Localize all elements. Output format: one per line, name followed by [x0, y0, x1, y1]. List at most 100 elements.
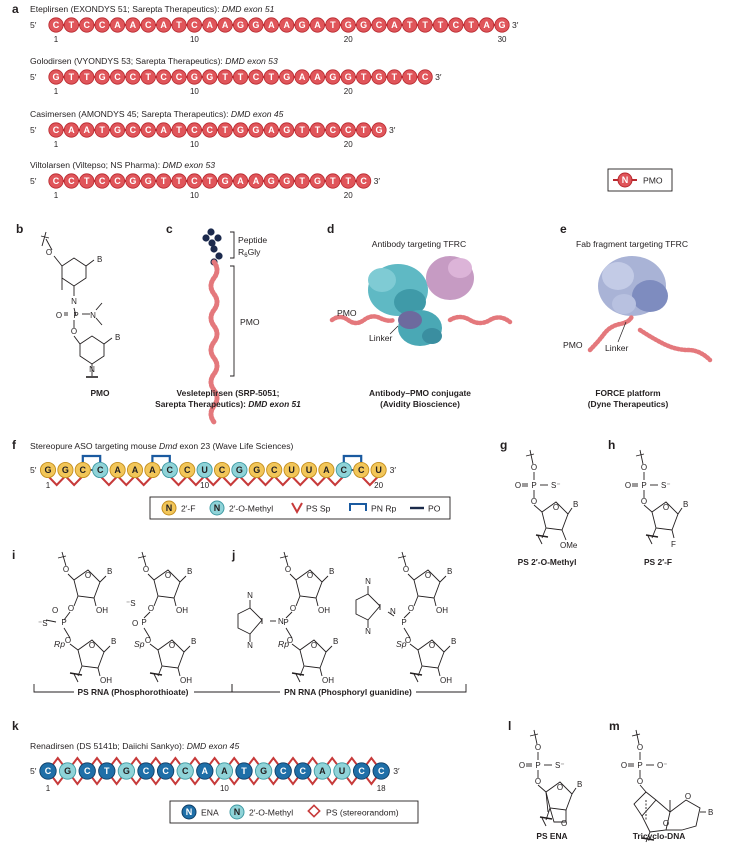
svg-text:O: O	[621, 761, 627, 770]
svg-text:O: O	[637, 743, 643, 752]
panel-c-caption-2: Sarepta Therapeutics): DMD exon 51	[155, 399, 301, 409]
svg-text:O: O	[165, 571, 171, 580]
nucleotide-base: C	[167, 465, 174, 475]
svg-text:O: O	[429, 641, 435, 650]
nucleotide-base: G	[314, 176, 321, 186]
pmo-nucleotide	[171, 17, 187, 33]
position-number: 10	[190, 191, 199, 200]
pmo-nucleotide	[355, 17, 372, 33]
nucleotide-base: G	[329, 72, 336, 82]
ena-nucleotide	[137, 762, 155, 780]
peptide-bead	[207, 228, 215, 236]
pmo-nucleotide	[325, 69, 341, 85]
svg-text:B: B	[577, 780, 582, 789]
position-number: 1	[54, 87, 59, 96]
pmo-sequence-row: Eteplirsen (EXONDYS 51; Sarepta Therapeu…	[30, 4, 519, 44]
pmo-nucleotide	[417, 17, 433, 33]
pmo-nucleotide	[63, 69, 79, 85]
nucleotide-base: T	[238, 72, 244, 82]
nucleotide-base: C	[453, 20, 460, 30]
ps-stereorandom-linkage	[47, 756, 382, 773]
ps-sp-linkage	[64, 475, 84, 487]
peptide-bead	[210, 245, 218, 253]
peptide-bead	[202, 234, 210, 242]
nucleotide-base: A	[391, 20, 398, 30]
nucleotide-base: C	[378, 766, 385, 776]
ps-sp-linkage	[273, 475, 293, 487]
methyl-nucleotide	[333, 762, 351, 780]
position-number: 20	[344, 140, 353, 149]
nucleotide-base: G	[114, 125, 121, 135]
svg-text:N: N	[247, 591, 253, 600]
ena-nucleotide	[98, 762, 116, 780]
pmo-nucleotide	[279, 122, 295, 138]
svg-text:O: O	[63, 565, 69, 574]
nucleotide-base: C	[219, 465, 226, 475]
nucleotide-base: T	[241, 766, 247, 776]
pmo-nucleotide	[417, 69, 433, 85]
ena-nucleotide	[196, 762, 214, 780]
position-number: 1	[46, 784, 51, 793]
pmo-nucleotide	[186, 17, 203, 33]
panel-g-caption: PS 2′-O-Methyl	[518, 557, 577, 567]
nucleotide-base: A	[222, 20, 229, 30]
ps-sp-linkage	[186, 475, 206, 487]
pmo-nucleotide	[217, 17, 233, 33]
legend-ps-symbol	[291, 502, 303, 515]
nucleotide-base: T	[176, 125, 182, 135]
nucleotide-base: T	[330, 176, 336, 186]
methyl-nucleotide	[58, 762, 77, 780]
pn-rp-linkage	[342, 454, 363, 462]
five-prime-end: 5′	[30, 20, 37, 30]
svg-text:N: N	[390, 607, 396, 616]
nucleotide-base: U	[201, 465, 208, 475]
legend-ps-stereorandom-symbol	[307, 804, 321, 818]
pmo-legend-n: N	[622, 175, 629, 185]
ena-nucleotide	[372, 762, 390, 780]
nucleotide-base: G	[236, 465, 243, 475]
pmo-nucleotide	[48, 17, 64, 33]
nucleotide-base: G	[62, 465, 69, 475]
svg-text:O: O	[285, 565, 291, 574]
pmo-nucleotide	[109, 173, 126, 189]
methyl-nucleotide	[313, 762, 332, 780]
ps-sp-linkage	[325, 475, 345, 487]
legend-k-ome-symbol	[229, 804, 245, 820]
methyl-nucleotide	[335, 461, 352, 479]
panel-l-label: l	[508, 719, 511, 733]
svg-text:O: O	[290, 604, 296, 613]
nucleotide-base: C	[271, 465, 278, 475]
pmo-atom-o3: O	[71, 327, 77, 336]
pmo-nucleotide	[294, 173, 310, 189]
sequence-title: Viltolarsen (Viltepso; NS Pharma): DMD e…	[30, 160, 215, 170]
svg-text:O: O	[663, 503, 669, 512]
svg-text:O: O	[403, 565, 409, 574]
svg-text:OH: OH	[180, 676, 192, 685]
five-prime-end: 5′	[30, 125, 37, 135]
panel-d-pmo-label: PMO	[337, 308, 357, 318]
nucleotide-base: A	[237, 176, 244, 186]
legend-ena-label: ENA	[201, 808, 219, 818]
svg-text:S⁻: S⁻	[551, 481, 561, 490]
pmo-chain-e-right	[637, 327, 713, 363]
tricyclo-dna-structure	[628, 729, 706, 843]
ena-nucleotide	[352, 762, 371, 780]
nucleotide-base: C	[191, 125, 198, 135]
panel-i-label: i	[12, 548, 15, 562]
nucleotide-base: A	[160, 20, 167, 30]
nucleotide-base: C	[300, 766, 307, 776]
svg-text:O: O	[663, 819, 669, 828]
svg-text:P: P	[141, 618, 146, 627]
nucleotide-base: C	[360, 176, 367, 186]
methyl-nucleotide	[117, 762, 136, 780]
panel-k-legend: N ENA N 2′-O-Methyl PS (stereorandom)	[169, 800, 419, 824]
position-number: 10	[190, 35, 199, 44]
pmo-nucleotide	[171, 69, 187, 85]
position-number: 10	[190, 87, 199, 96]
svg-text:O: O	[408, 604, 414, 613]
panel-c-label: c	[166, 222, 173, 236]
svg-text:O: O	[531, 463, 537, 472]
svg-text:B: B	[447, 567, 452, 576]
panel-d-caption-2: (Avidity Bioscience)	[380, 399, 460, 409]
svg-text:B: B	[708, 808, 713, 817]
